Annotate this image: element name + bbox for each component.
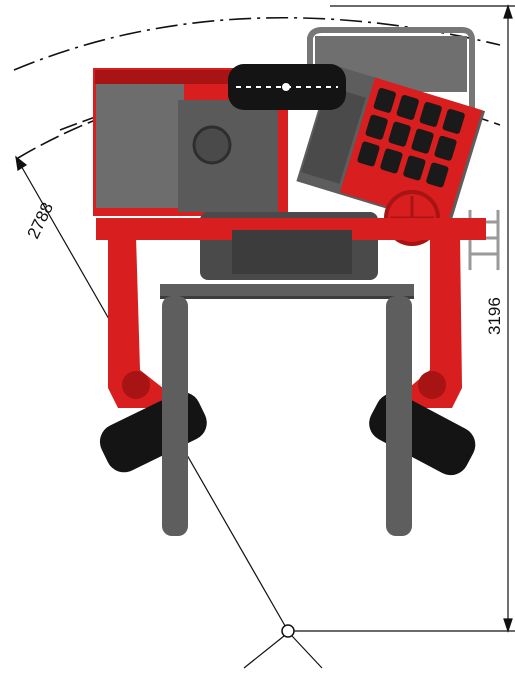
cab-dashboard — [301, 86, 366, 184]
roof-tire-hub — [282, 83, 290, 91]
fork-carriage-edge — [160, 296, 414, 299]
radius-arrow-head — [15, 155, 28, 171]
left-axle-joint — [122, 371, 150, 399]
pivot-leg-right — [291, 635, 323, 669]
right-fork-tine — [386, 296, 412, 536]
tilted-cab — [296, 64, 486, 228]
left-fork-tine — [162, 296, 188, 536]
chassis-crossbar — [96, 218, 486, 240]
height-dimension-label: 3196 — [485, 297, 504, 335]
height-arrow-top — [503, 4, 513, 19]
right-axle-arm — [404, 236, 462, 408]
pivot-point — [281, 624, 295, 638]
pivot-leg-left — [243, 635, 285, 669]
cab-window-grid — [357, 87, 465, 188]
forklift-vehicle — [93, 27, 500, 536]
height-arrow-bottom — [503, 618, 513, 633]
side-panel-grey — [96, 84, 184, 208]
fork-carriage-bar — [160, 284, 414, 296]
right-axle-joint — [418, 371, 446, 399]
chassis-detail — [232, 230, 352, 274]
housing-porthole — [192, 125, 232, 165]
left-axle-arm — [108, 236, 168, 408]
cab-roll-bar — [307, 27, 475, 120]
